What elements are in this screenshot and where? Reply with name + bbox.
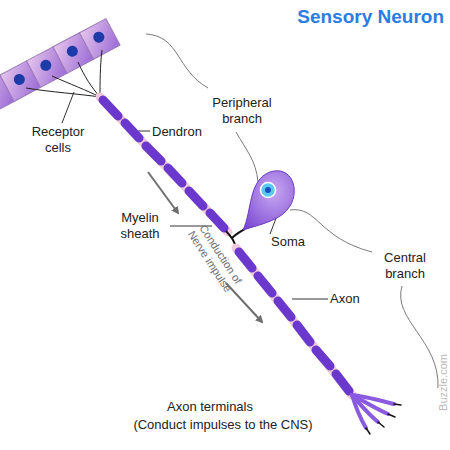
myelin-segment (258, 276, 272, 293)
leader-lines (62, 92, 328, 299)
nucleolus (265, 187, 271, 193)
receptor-cell (79, 19, 120, 60)
terminal-tip (366, 428, 370, 434)
leader-line (292, 299, 328, 300)
cell-nucleus (65, 44, 80, 59)
soma-body (243, 171, 294, 230)
myelin-segment (210, 213, 224, 228)
axon-fiber (236, 248, 352, 395)
nerve-fiber (26, 88, 100, 97)
myelin-segment (239, 252, 252, 268)
receptor-fibers (26, 50, 102, 97)
myelin-segment (297, 325, 310, 342)
bracket-lines (146, 34, 438, 388)
bracket-line (146, 34, 208, 88)
terminal-tip (388, 414, 395, 417)
conduction-arrow (148, 172, 178, 213)
part-label: Axon (330, 291, 360, 307)
soma-nucleus (261, 183, 276, 198)
part-label: Receptor cells (22, 124, 94, 156)
terminal-tip (378, 422, 384, 427)
dendron-fiber (100, 97, 228, 232)
part-label: Myelin sheath (110, 210, 170, 242)
receptor-cells (0, 19, 120, 116)
terminal-tip (394, 404, 401, 405)
myelin-segment (146, 146, 161, 161)
diagram-title: Sensory Neuron (297, 6, 444, 28)
leader-line (62, 92, 74, 123)
terminal-branch (352, 395, 394, 404)
branch-label: Peripheral branch (205, 95, 279, 127)
cell-nucleus (91, 30, 106, 45)
branch-label: Central branch (372, 250, 438, 282)
myelin-segment (316, 350, 330, 366)
myelin-segment (168, 168, 182, 183)
watermark: Buzzle.com (437, 345, 450, 421)
note-label: (Conduct impulses to the CNS) (120, 417, 326, 433)
cell-nucleus (38, 58, 53, 73)
part-label: Axon terminals (130, 399, 290, 415)
myelin-segments (239, 252, 349, 391)
nerve-fiber (52, 76, 100, 97)
part-label: Dendron (152, 124, 202, 140)
myelin-segments (103, 100, 224, 228)
bracket-line (236, 132, 258, 182)
cell-nucleus (12, 72, 27, 87)
myelin-segment (278, 301, 291, 317)
nerve-fiber (78, 62, 100, 97)
bracket-line (401, 286, 438, 388)
myelin-segment (125, 123, 139, 138)
myelin-segment (336, 374, 349, 391)
nerve-fiber (100, 50, 102, 97)
axon-terminals (352, 395, 401, 434)
myelin-segment (103, 100, 118, 116)
part-label: Soma (271, 234, 305, 250)
myelin-segment (189, 191, 203, 206)
